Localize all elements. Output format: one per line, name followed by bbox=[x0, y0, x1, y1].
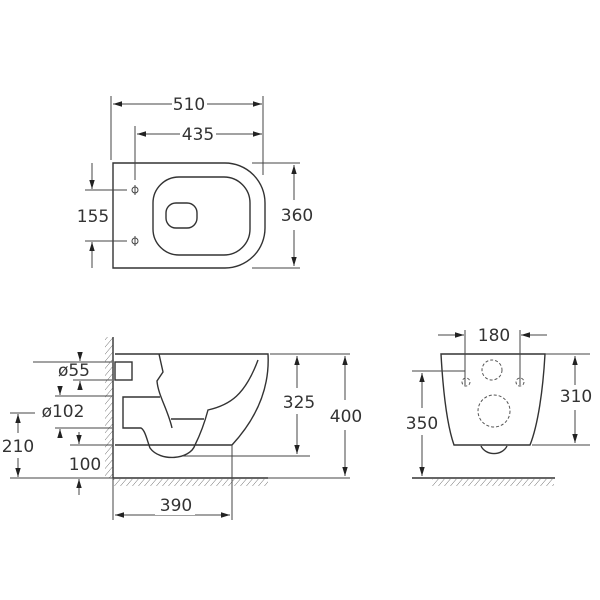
dim-inlet-55: ø55 bbox=[58, 361, 90, 381]
dim-350: 350 bbox=[406, 414, 438, 434]
dim-outlet-102: ø102 bbox=[42, 402, 85, 422]
inlet-hole-dashed bbox=[481, 359, 503, 381]
bowl-profile bbox=[115, 353, 269, 459]
top-view: 510 435 360 155 bbox=[77, 95, 313, 269]
dim-180: 180 bbox=[478, 326, 510, 346]
dim-435: 435 bbox=[182, 125, 214, 145]
fixing-hole-icon bbox=[131, 236, 139, 246]
dim-390: 390 bbox=[160, 496, 192, 516]
dim-210: 210 bbox=[2, 437, 34, 457]
outlet-bulge bbox=[480, 445, 508, 455]
side-view: ø55 ø102 210 100 325 400 390 bbox=[2, 337, 362, 520]
seat-outline bbox=[152, 176, 251, 256]
bowl-outline-front bbox=[440, 353, 546, 446]
dim-510: 510 bbox=[173, 95, 205, 115]
fixing-hole-icon bbox=[131, 185, 139, 195]
dim-400: 400 bbox=[330, 407, 362, 427]
dim-325: 325 bbox=[283, 393, 315, 413]
fixing-point-dashed bbox=[461, 377, 471, 387]
outlet-hole-dashed bbox=[477, 394, 511, 428]
bowl-outline-top bbox=[112, 162, 266, 269]
inlet-connector bbox=[114, 361, 133, 381]
bowl-opening bbox=[165, 202, 198, 229]
dim-155: 155 bbox=[77, 207, 109, 227]
fixing-point-dashed bbox=[515, 377, 525, 387]
dim-100: 100 bbox=[69, 455, 101, 475]
dim-310: 310 bbox=[560, 387, 592, 407]
dim-360: 360 bbox=[281, 206, 313, 226]
front-view: 180 310 350 bbox=[406, 326, 592, 486]
